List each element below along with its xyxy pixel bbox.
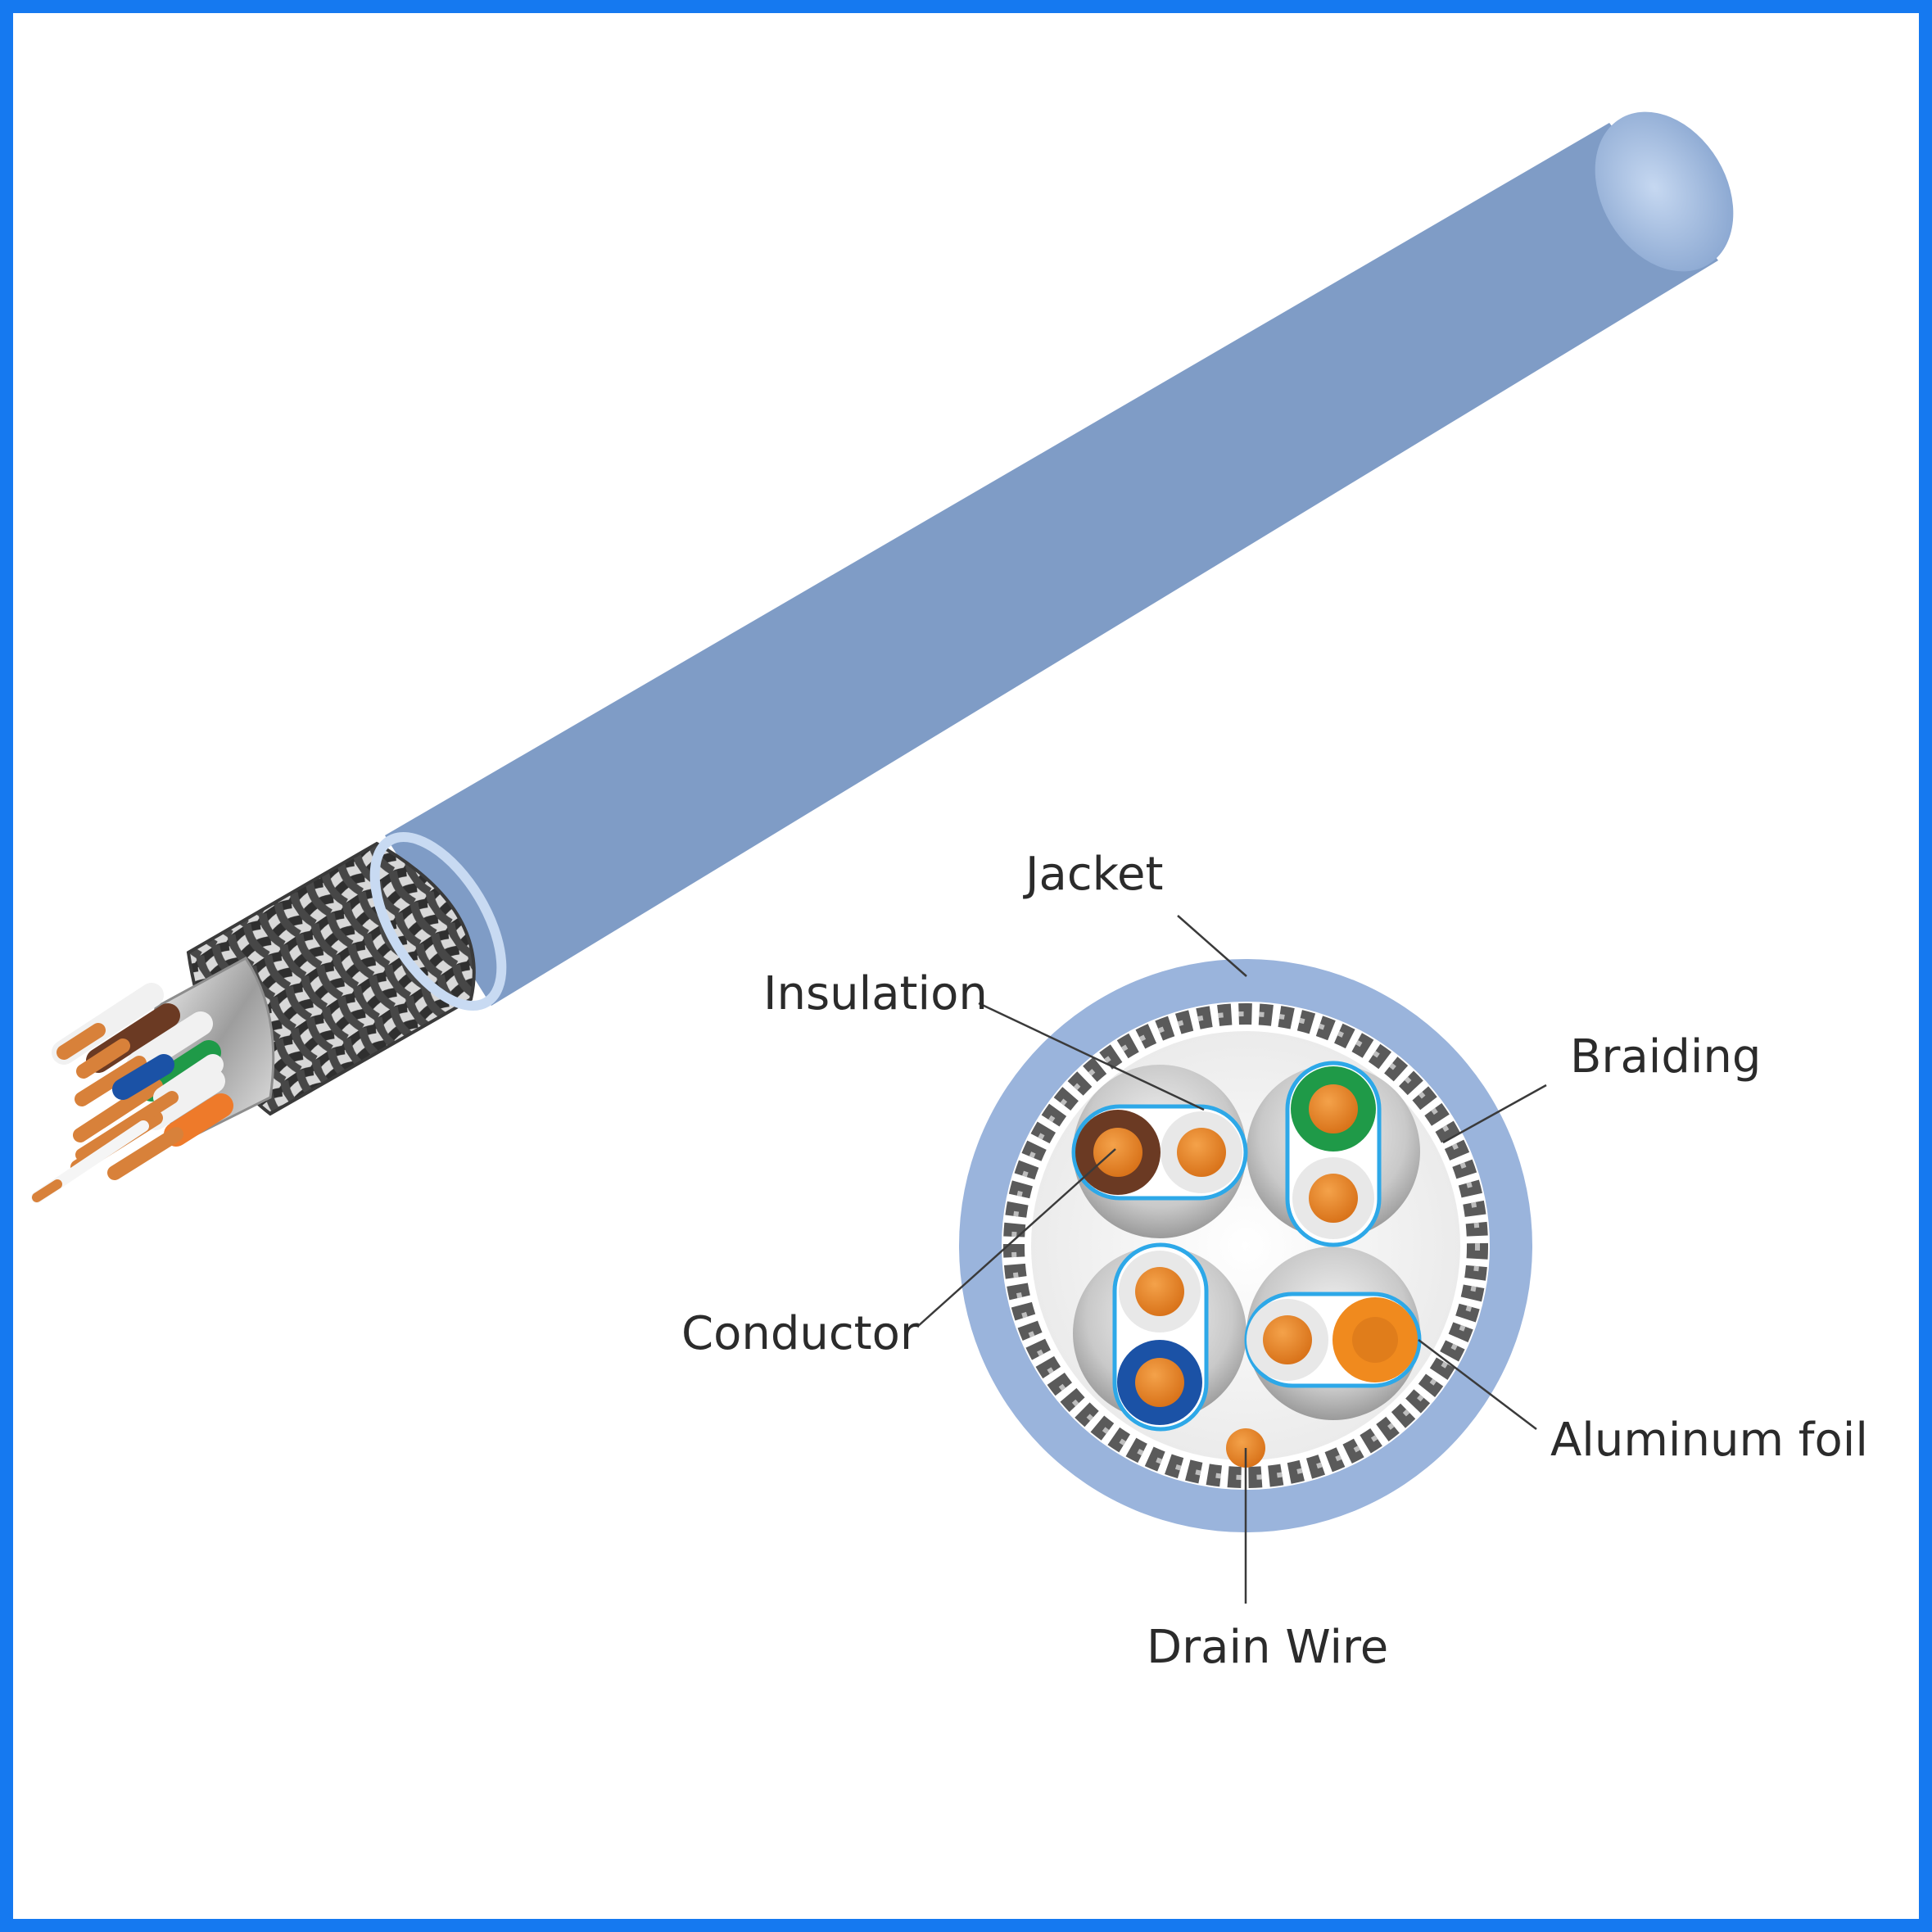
conductor	[1135, 1267, 1184, 1316]
conductor	[1309, 1084, 1358, 1133]
label-braiding: Braiding	[1570, 1030, 1761, 1084]
label-jacket: Jacket	[1023, 848, 1163, 901]
pair-blue	[1115, 1245, 1206, 1429]
conductor	[1309, 1174, 1358, 1223]
conductor	[1093, 1128, 1142, 1177]
cross-section	[959, 959, 1532, 1532]
pair-orange	[1247, 1294, 1419, 1386]
conductor	[1177, 1128, 1226, 1177]
conductor	[1135, 1358, 1184, 1407]
pair-brown	[1074, 1106, 1246, 1198]
cable-diagram: Jacket Insulation Braiding Conductor Alu…	[13, 13, 1919, 1919]
label-aluminum-foil: Aluminum foil	[1550, 1414, 1868, 1467]
conductor	[1263, 1315, 1312, 1364]
pair-green	[1287, 1063, 1379, 1245]
exposed-wires	[37, 995, 221, 1197]
label-conductor: Conductor	[681, 1307, 920, 1360]
label-insulation: Insulation	[763, 967, 988, 1020]
label-drain-wire: Drain Wire	[1147, 1621, 1388, 1674]
conductor	[1352, 1317, 1398, 1363]
cable-body	[37, 87, 1762, 1197]
